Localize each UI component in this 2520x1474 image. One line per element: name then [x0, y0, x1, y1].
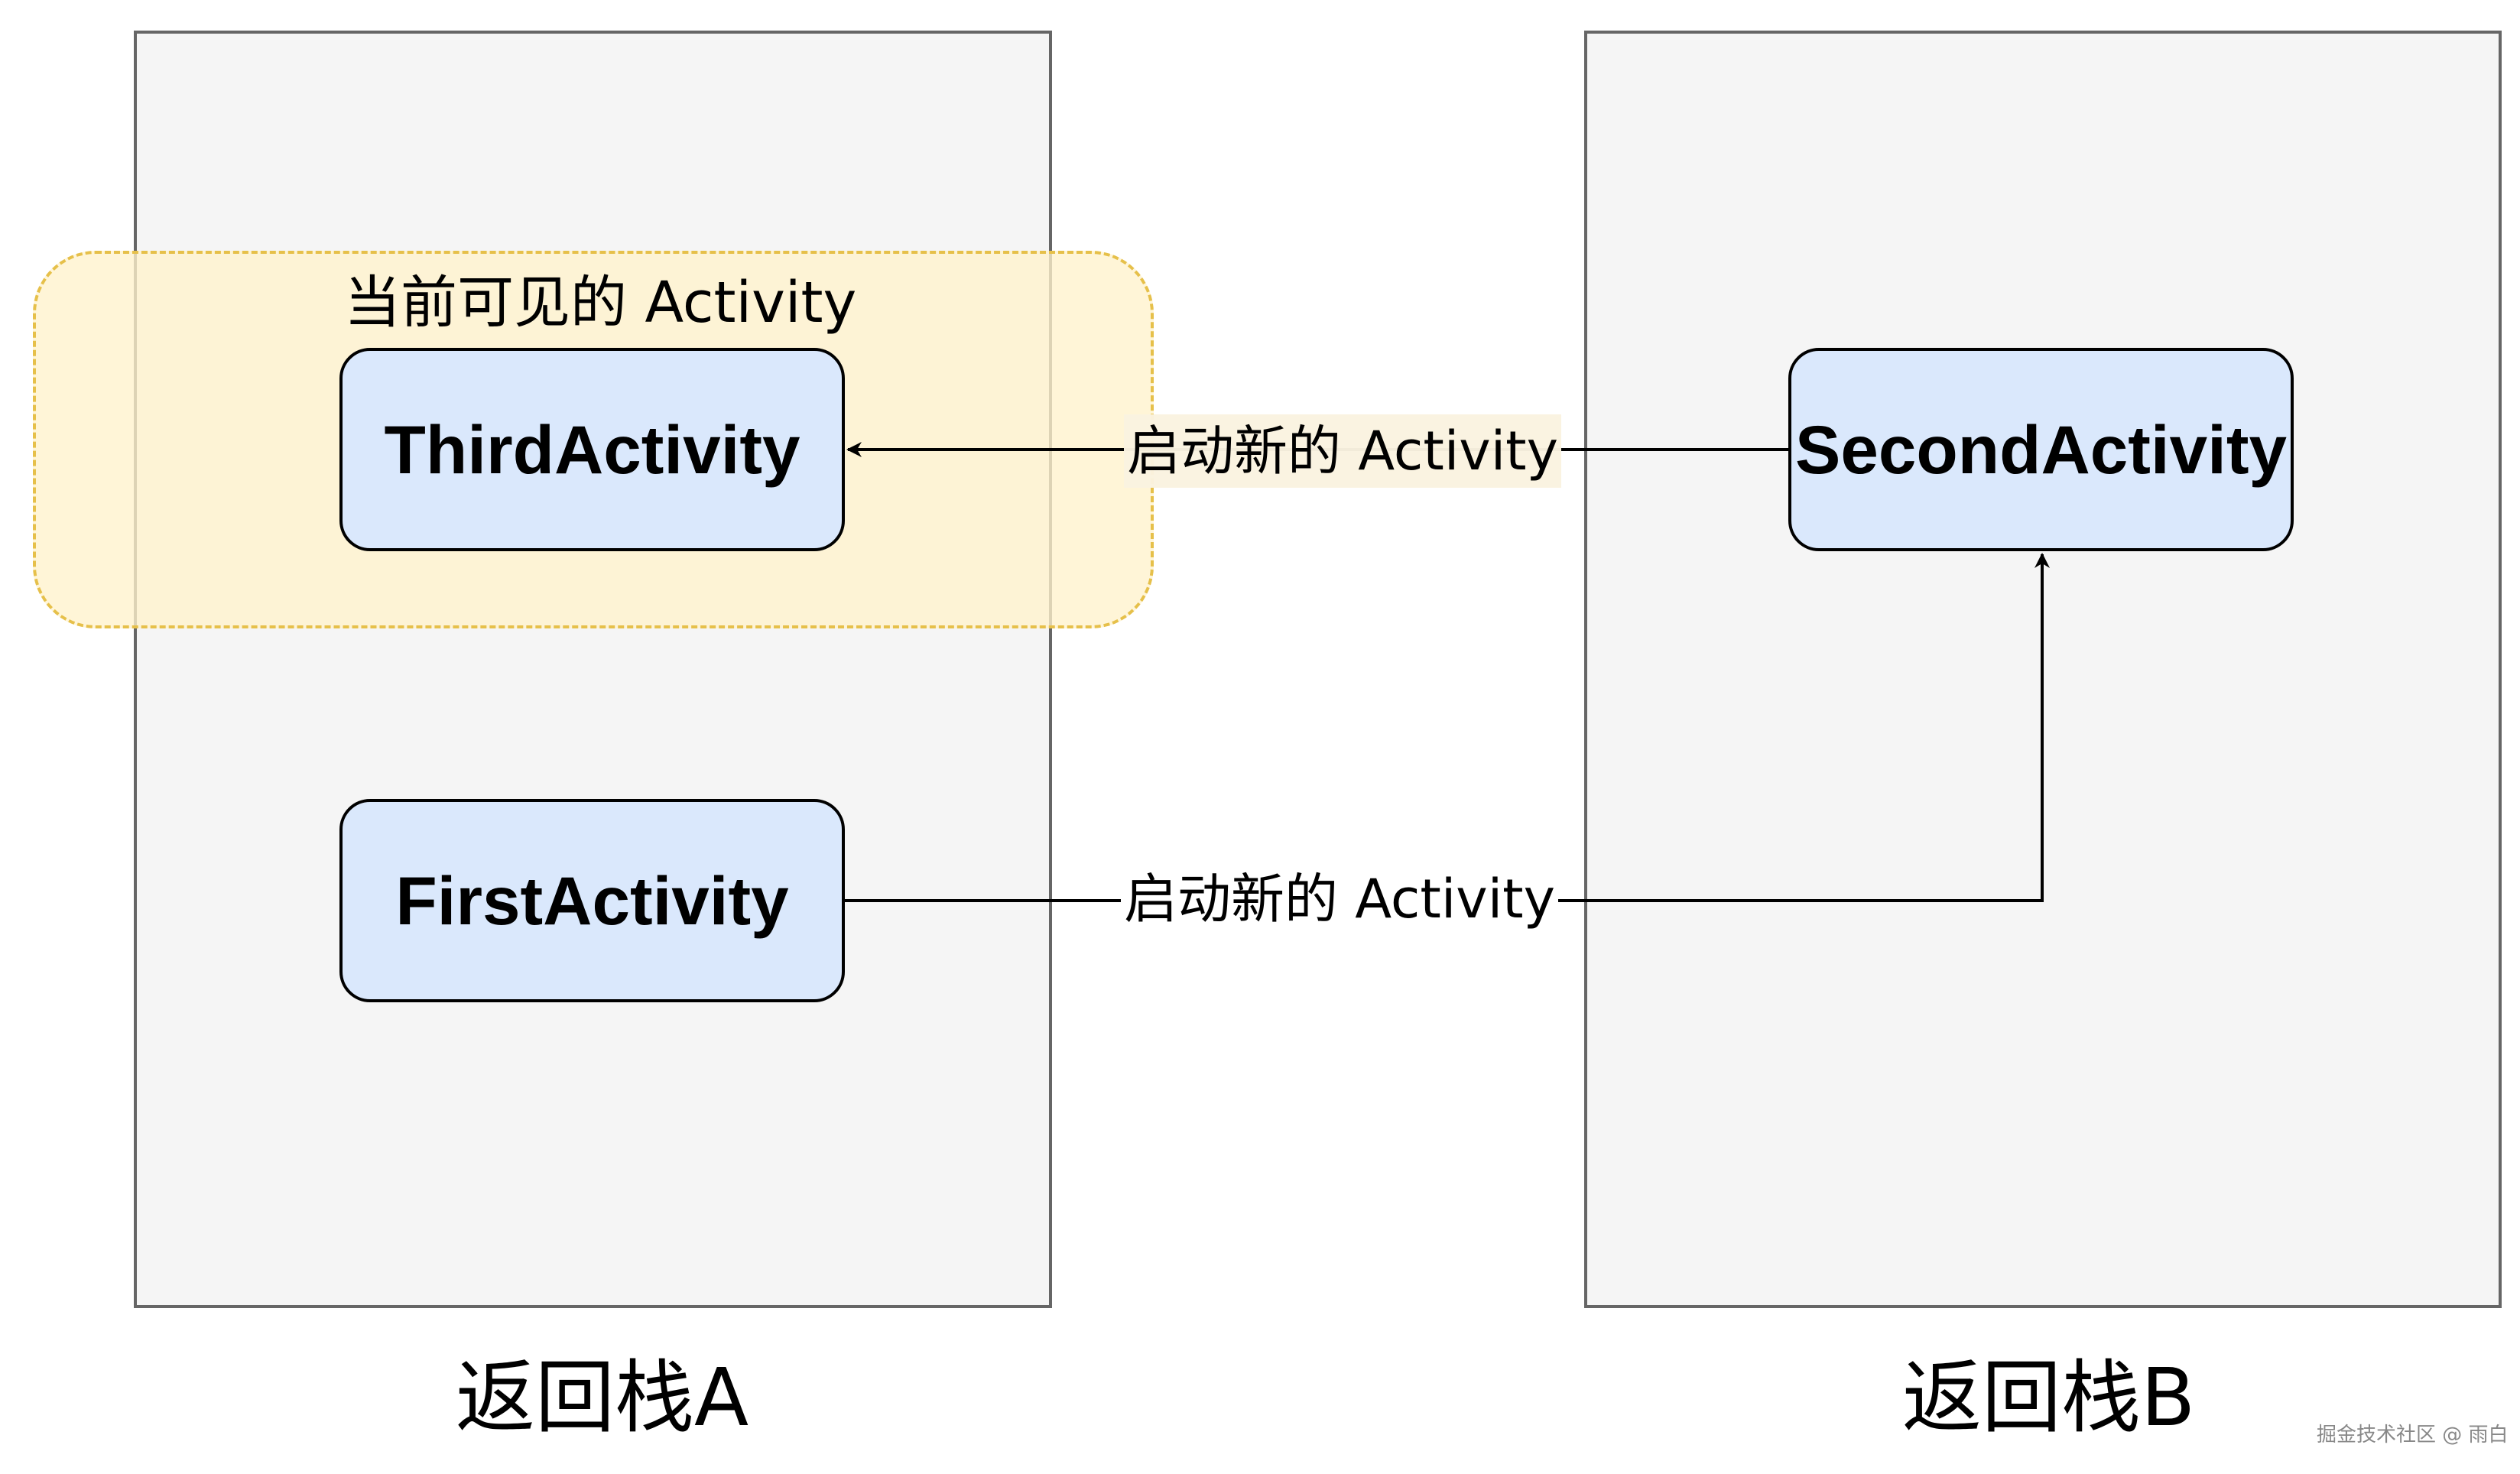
node-first-activity: FirstActivity — [339, 799, 845, 1002]
back-stack-a-title: 返回栈A — [456, 1351, 749, 1444]
edge-label-second-to-third: 启动新的 Activity — [1124, 414, 1562, 488]
watermark: 掘金技术社区 @ 雨白 — [2317, 1424, 2509, 1446]
back-stack-b-title: 返回栈B — [1902, 1351, 2196, 1444]
visible-activity-label: 当前可见的 Activity — [344, 270, 857, 336]
node-third-activity: ThirdActivity — [339, 348, 845, 551]
edge-label-first-to-second: 启动新的 Activity — [1121, 862, 1559, 936]
back-stack-a — [134, 31, 1052, 1308]
back-stack-b — [1584, 31, 2502, 1308]
node-second-activity: SecondActivity — [1788, 348, 2294, 551]
